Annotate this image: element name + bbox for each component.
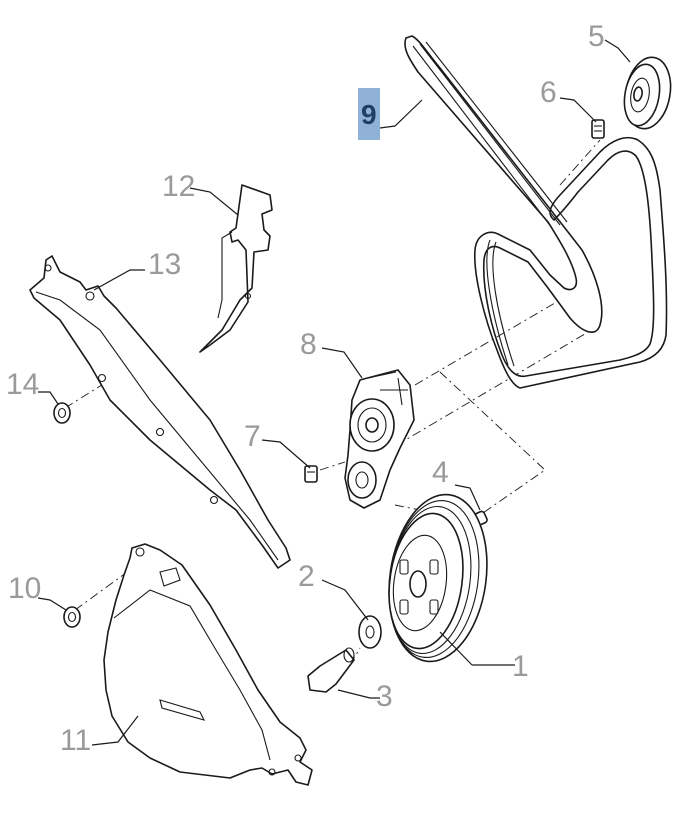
callout-11[interactable]: 11 (60, 724, 91, 757)
lower-timing-cover[interactable] (103, 543, 313, 786)
pulley-bolt[interactable] (591, 119, 605, 139)
mounting-bracket[interactable] (199, 184, 273, 353)
crankshaft-pulley[interactable] (379, 488, 497, 668)
drive-belt[interactable] (404, 35, 668, 389)
tensioner-bolt[interactable] (304, 465, 318, 483)
callout-8[interactable]: 8 (300, 328, 317, 361)
callout-3[interactable]: 3 (376, 680, 393, 713)
callout-10[interactable]: 10 (8, 572, 41, 605)
callout-1[interactable]: 1 (512, 650, 529, 683)
idler-pulley[interactable] (620, 54, 676, 133)
callout-6[interactable]: 6 (540, 76, 557, 109)
nut-upper[interactable] (53, 402, 71, 424)
nut-lower[interactable] (63, 606, 81, 628)
pulley-washer[interactable] (358, 615, 382, 649)
crankshaft-bolt[interactable] (307, 647, 355, 693)
callout-7[interactable]: 7 (244, 420, 261, 453)
callout-4[interactable]: 4 (432, 456, 449, 489)
callout-9[interactable]: 9 (361, 99, 377, 130)
belt-tensioner[interactable] (344, 369, 415, 509)
callout-14[interactable]: 14 (6, 368, 39, 401)
callout-labels: 1 2 3 4 5 6 7 8 9 10 11 12 13 14 (6, 20, 605, 757)
leader-lines (37, 39, 631, 746)
callout-9-highlight (358, 88, 380, 140)
upper-timing-cover[interactable] (29, 255, 291, 569)
callout-2[interactable]: 2 (298, 560, 315, 593)
callout-5[interactable]: 5 (588, 20, 605, 53)
callout-13[interactable]: 13 (148, 248, 181, 281)
callout-12[interactable]: 12 (162, 170, 195, 203)
